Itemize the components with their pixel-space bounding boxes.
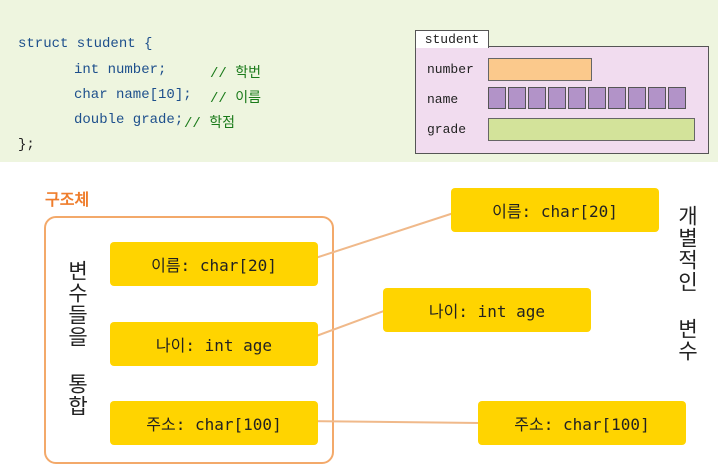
code-line-grade: double grade;// 학점 (74, 112, 235, 132)
name-cell (648, 87, 666, 109)
name-cell (548, 87, 566, 109)
name-cell (608, 87, 626, 109)
comment-number: // 학번 (210, 66, 261, 82)
memory-field-name (488, 87, 686, 109)
struct-vertical-label: 변수들을 통합 (65, 260, 89, 417)
code-line-name: char name[10]; // 이름 (74, 87, 261, 107)
separate-field-address: 주소: char[100] (478, 401, 686, 445)
separate-field-name: 이름: char[20] (451, 188, 659, 232)
memory-label-name: name (427, 92, 459, 107)
arrow-name (299, 208, 467, 264)
memory-layout-tab: student (415, 30, 489, 48)
comment-name: // 이름 (210, 91, 261, 107)
memory-field-grade (488, 118, 695, 141)
struct-field-age: 나이: int age (110, 322, 318, 366)
comment-grade: // 학점 (184, 116, 235, 132)
name-cell (508, 87, 526, 109)
code-line-close: }; (18, 137, 35, 153)
code-grade: double grade; (74, 112, 184, 128)
code-number: int number; (74, 62, 167, 78)
code-name: char name[10]; (74, 87, 192, 103)
name-cell (668, 87, 686, 109)
code-line-struct: struct student { (18, 36, 153, 52)
struct-field-name: 이름: char[20] (110, 242, 318, 286)
name-cell (588, 87, 606, 109)
name-cell (568, 87, 586, 109)
separate-field-age: 나이: int age (383, 288, 591, 332)
struct-field-address: 주소: char[100] (110, 401, 318, 445)
memory-label-number: number (427, 62, 474, 77)
side-vertical-label: 개별적인 변수 (675, 205, 699, 362)
memory-field-number (488, 58, 592, 81)
memory-label-grade: grade (427, 122, 467, 137)
arrow-address (299, 420, 481, 424)
struct-title: 구조체 (45, 190, 90, 209)
name-cell (628, 87, 646, 109)
name-cell (488, 87, 506, 109)
code-line-number: int number; // 학번 (74, 62, 261, 82)
name-cell (528, 87, 546, 109)
